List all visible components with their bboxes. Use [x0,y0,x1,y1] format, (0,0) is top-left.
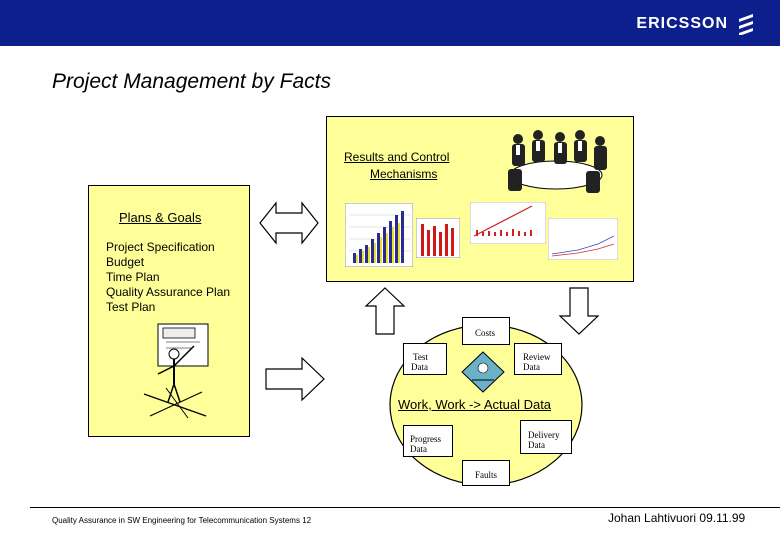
center-diamond-icon [461,351,505,393]
presenter-illustration [143,323,209,419]
delivery-data-box [520,420,572,454]
plans-goals-heading: Plans & Goals [119,210,202,225]
header-bar: ERICSSON [0,0,780,46]
plans-item-budget: Budget [106,255,145,269]
results-label-line1: Results and Control [344,150,450,164]
footer-author-date: Johan Lahtivuori 09.11.99 [608,511,746,525]
footer-course-title: Quality Assurance in SW Engineering for … [52,516,312,525]
brand-name: ERICSSON [636,15,728,32]
plans-item-test-plan: Test Plan [106,300,156,314]
down-arrow-icon [558,287,600,335]
ericsson-logo-icon [739,14,753,35]
progress-data-line1: Progress [410,434,441,444]
progress-data-line2: Data [410,444,427,454]
chart-image-red-bars [416,218,460,258]
costs-box [462,317,510,345]
review-data-box [514,343,562,375]
progress-data-box [403,425,453,457]
plans-item-time-plan: Time Plan [106,270,160,284]
delivery-data-line1: Delivery [528,430,560,440]
costs-label: Costs [475,328,496,338]
slide-title: Project Management by Facts [52,70,331,93]
test-data-line1: Test [413,352,428,362]
right-arrow-icon [265,356,325,402]
chart-image-bars [345,203,413,267]
results-label-line2: Mechanisms [370,167,438,181]
plans-item-qa-plan: Quality Assurance Plan [106,285,231,299]
test-data-box [403,343,447,375]
faults-box [462,460,510,486]
faults-label: Faults [475,470,498,480]
delivery-data-line2: Data [528,440,545,450]
plans-list: Project Specification Budget Time Plan Q… [106,240,230,315]
double-arrow-icon [259,201,319,245]
chart-image-lines [548,218,618,260]
plans-item-specification: Project Specification [106,240,215,254]
test-data-line2: Data [411,362,428,372]
review-data-line1: Review [523,352,551,362]
meeting-illustration [508,130,607,193]
up-arrow-icon [364,287,406,335]
plans-goals-box [88,185,250,437]
footer-divider [30,507,780,508]
work-cycle-label: Work, Work -> Actual Data [398,397,552,412]
review-data-line2: Data [523,362,540,372]
chart-image-trend [470,202,546,244]
